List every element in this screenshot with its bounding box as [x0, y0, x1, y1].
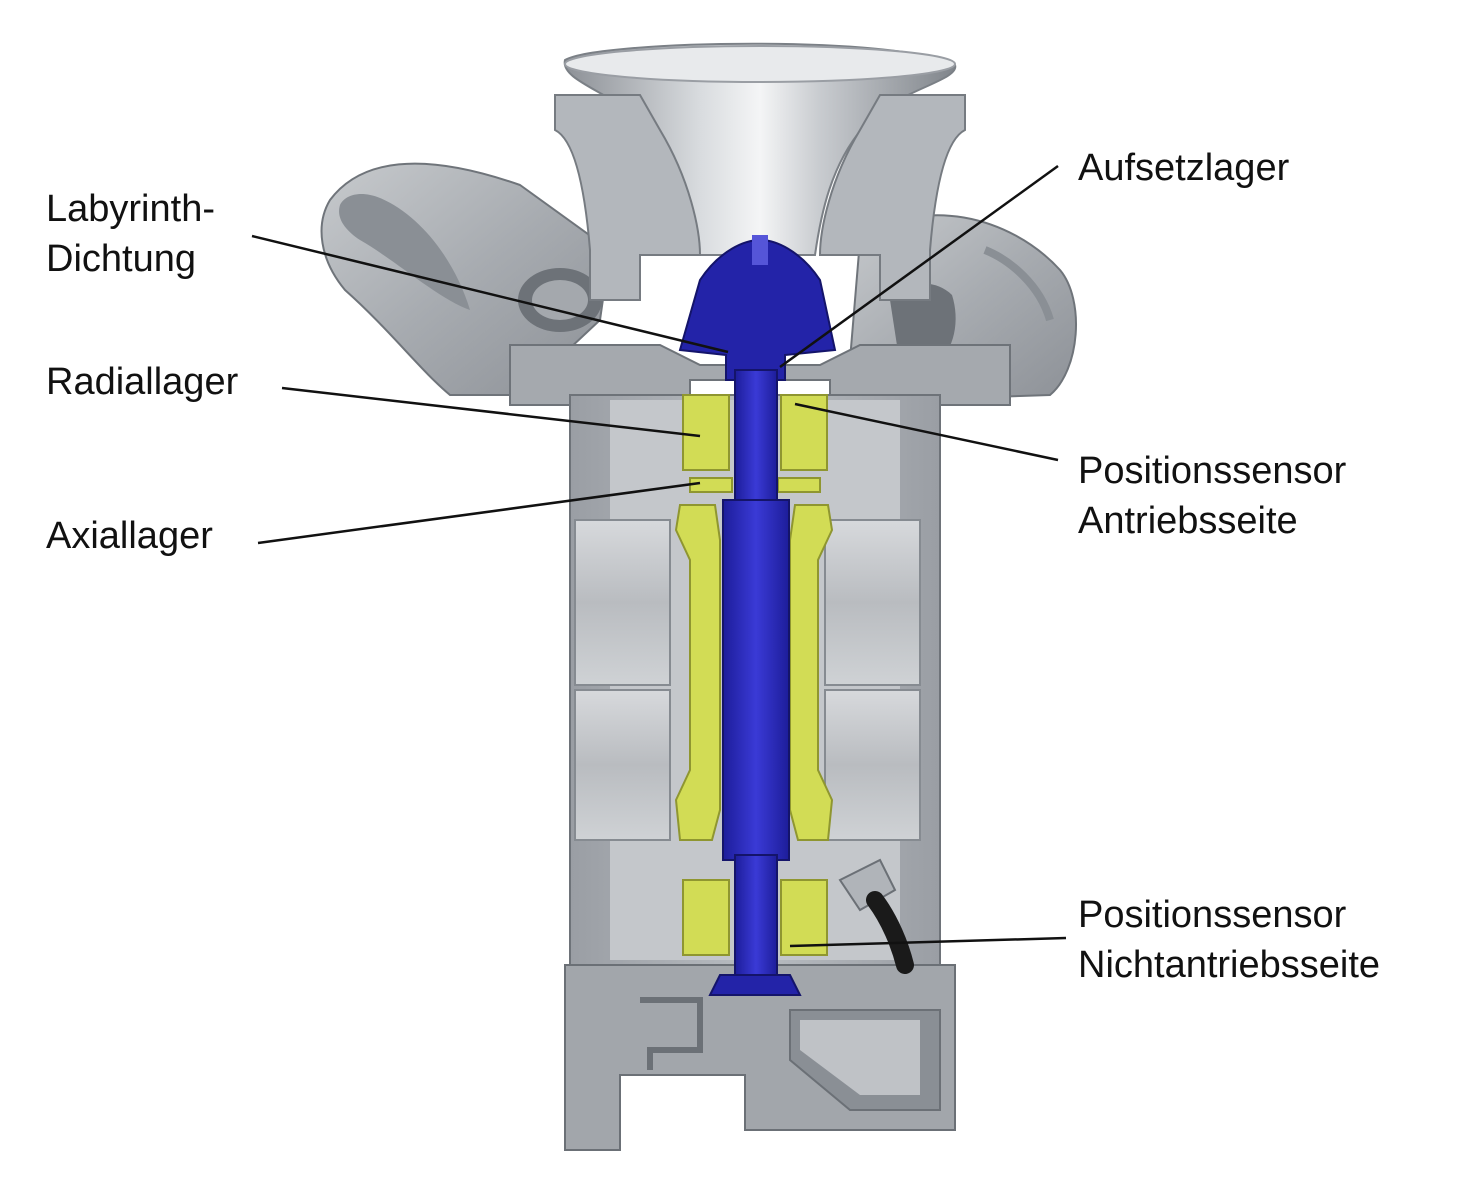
- leader-labyrinth: [251, 234, 729, 354]
- leader-pos-nichtantrieb: [789, 936, 1067, 948]
- label-labyrinth-line1: Labyrinth-: [46, 188, 215, 230]
- label-radial-bearing: Radiallager: [46, 357, 238, 407]
- label-axial-bearing: Axiallager: [46, 511, 213, 561]
- base-housing: [564, 964, 956, 1151]
- bearing-parts: [674, 394, 834, 956]
- leader-pos-antrieb: [794, 402, 1059, 462]
- leader-lines: [251, 164, 1067, 948]
- label-aufsetz-text: Aufsetzlager: [1078, 147, 1290, 189]
- leader-aufsetz: [779, 164, 1059, 369]
- label-touchdown-bearing: Aufsetzlager: [1078, 143, 1289, 193]
- label-pos-nas-line1: Positionssensor: [1078, 894, 1347, 936]
- label-pos-as-line2: Antriebsseite: [1078, 500, 1298, 542]
- label-axial-text: Axiallager: [46, 515, 213, 557]
- label-pos-as-line1: Positionssensor: [1078, 450, 1347, 492]
- label-position-sensor-drive-side: Positionssensor Antriebsseite: [1078, 446, 1346, 546]
- inlet-funnel: [563, 42, 957, 256]
- leader-axial: [257, 481, 701, 545]
- rotor-shaft: [678, 235, 837, 996]
- label-pos-nas-line2: Nichtantriebsseite: [1078, 944, 1381, 986]
- cable-gland: [838, 858, 914, 974]
- label-labyrinth-line2: Dichtung: [46, 238, 196, 280]
- leader-radial: [281, 386, 701, 438]
- label-radial-text: Radiallager: [46, 361, 239, 403]
- label-position-sensor-non-drive-side: Positionssensor Nichtantriebsseite: [1078, 890, 1380, 990]
- label-labyrinth-seal: Labyrinth- Dichtung: [46, 184, 215, 284]
